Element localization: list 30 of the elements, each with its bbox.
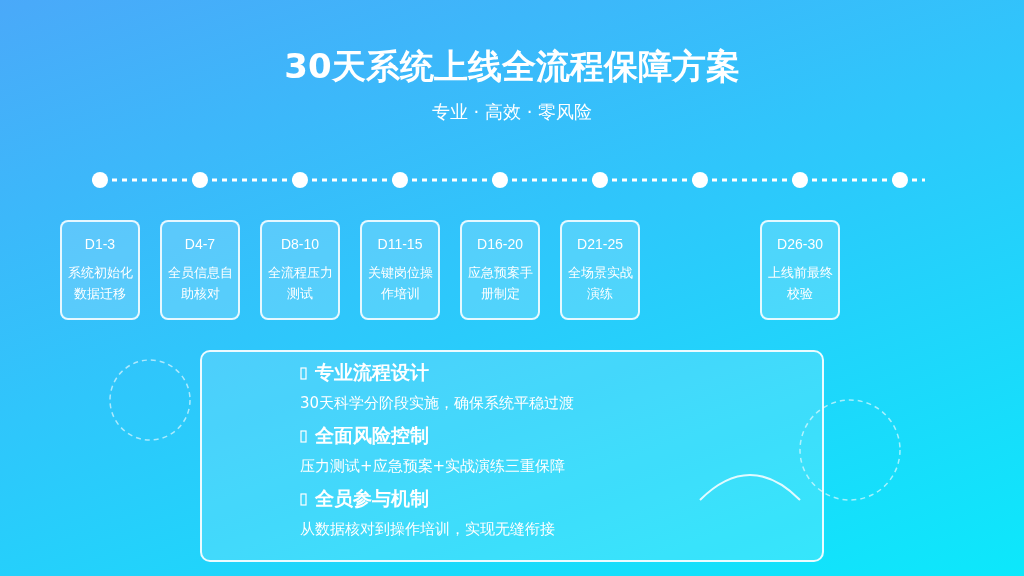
phase-card — [260, 220, 340, 320]
phase-card — [560, 220, 640, 320]
feature-heading: 全面风险控制 — [315, 423, 429, 448]
day-range: D11-15 — [377, 236, 423, 252]
phase-description: 关键岗位操作培训 — [366, 264, 434, 303]
phase-card — [360, 220, 440, 320]
phase-card — [460, 220, 540, 320]
feature-heading: 全员参与机制 — [315, 486, 429, 511]
day-range: D8-10 — [280, 236, 320, 252]
phase-card — [160, 220, 240, 320]
phase-card — [60, 220, 140, 320]
phase-description: 全流程压力测试 — [266, 264, 334, 303]
feature-description: 从数据核对到操作培训，实现无缝衔接 — [300, 520, 556, 539]
phase-description: 应急预案手册制定 — [466, 264, 534, 303]
page-title: 30天系统上线全流程保障方案 — [284, 45, 740, 88]
phase-description: 系统初始化数据迁移 — [66, 264, 134, 303]
phase-description: 上线前最终校验 — [766, 264, 834, 303]
phase-card — [760, 220, 840, 320]
day-range: D21-25 — [577, 236, 623, 252]
day-range: D1-3 — [84, 236, 116, 252]
feature-description: 30天科学分阶段实施，确保系统平稳过渡 — [300, 394, 576, 413]
phase-description: 全场景实战演练 — [566, 264, 634, 303]
day-range: D16-20 — [477, 236, 523, 252]
info-panel — [200, 350, 824, 562]
day-range: D4-7 — [184, 236, 216, 252]
phase-description: 全员信息自助核对 — [166, 264, 234, 303]
day-range: D26-30 — [777, 236, 823, 252]
subtitle: 专业 · 高效 · 零风险 — [431, 100, 593, 124]
feature-heading: 专业流程设计 — [315, 360, 429, 385]
feature-description: 压力测试+应急预案+实战演练三重保障 — [300, 457, 567, 476]
